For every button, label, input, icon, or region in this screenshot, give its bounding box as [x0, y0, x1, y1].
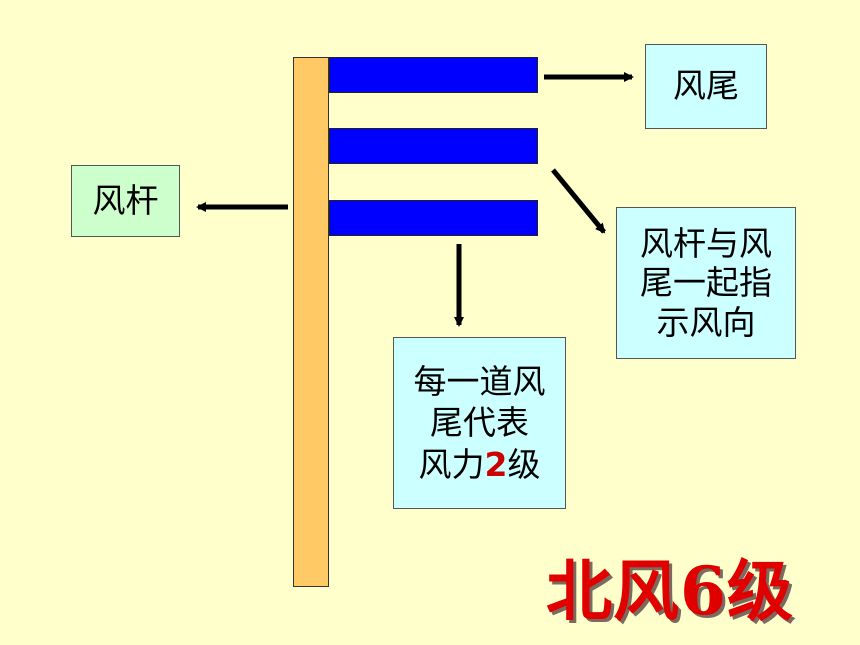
force-line-1: 每一道风: [413, 362, 546, 402]
force-line-3-pre: 风力: [418, 444, 485, 484]
force-line-3-number: 2: [484, 444, 508, 484]
force-label-box: 每一道风 尾代表 风力2级: [393, 337, 566, 509]
tail-label: 风尾: [673, 66, 739, 106]
direction-line-3: 示风向: [656, 302, 756, 342]
pole-label-box: 风杆: [71, 165, 180, 237]
arrow-to-direction: [551, 168, 606, 234]
force-line-3-post: 级: [507, 444, 541, 484]
force-line-3: 风力2级: [414, 444, 546, 485]
pole-label: 风杆: [92, 180, 159, 220]
direction-label-box: 风杆与风 尾一起指 示风向: [616, 207, 796, 359]
direction-line-2: 尾一起指: [640, 263, 772, 303]
wind-barb-2: [329, 128, 538, 164]
wind-pole: [293, 57, 329, 587]
wind-barb-3: [329, 200, 538, 236]
wind-title: 北风6级: [546, 552, 794, 630]
wind-barb-1: [329, 57, 538, 93]
force-line-2: 尾代表: [430, 403, 529, 443]
tail-label-box: 风尾: [645, 44, 767, 129]
direction-line-1: 风杆与风: [640, 223, 772, 263]
